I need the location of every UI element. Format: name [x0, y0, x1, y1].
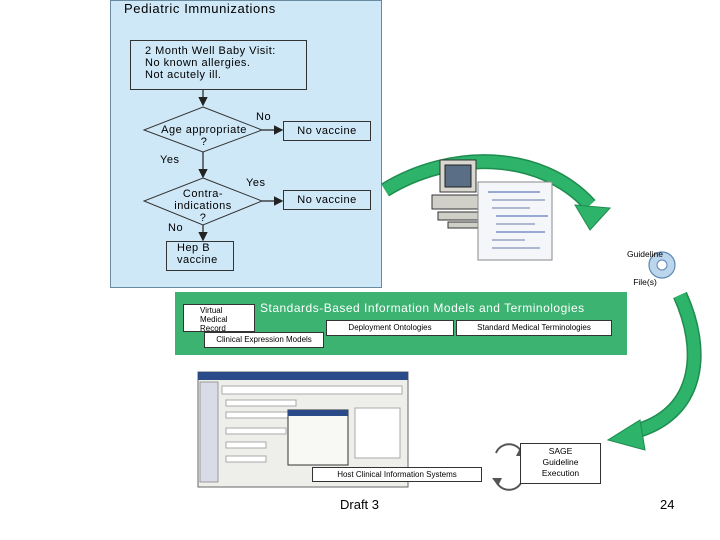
- guideline-tree-screenshot: [477, 181, 553, 261]
- decision2-label: Contra- indications ?: [158, 188, 248, 224]
- vmr-line: Virtual: [200, 306, 223, 315]
- start-node: 2 Month Well Baby Visit: No known allerg…: [130, 40, 307, 90]
- curved-arrow-bottom: [637, 292, 701, 436]
- vmr-line: Record: [200, 324, 226, 333]
- start-line: 2 Month Well Baby Visit:: [145, 45, 276, 57]
- decision2-no-label: No: [168, 222, 184, 234]
- decision2-yes-label: Yes: [246, 177, 266, 189]
- page-number: 24: [660, 497, 675, 512]
- clinical-expression-models-box: Clinical Expression Models: [204, 332, 324, 348]
- vmr-line: Medical: [200, 315, 228, 324]
- virtual-medical-record-box: Virtual Medical Record: [183, 304, 255, 333]
- curved-arrow-top-head: [574, 204, 612, 231]
- guideline-files-line: Guideline: [627, 249, 663, 259]
- decision2-line: indications: [174, 200, 232, 212]
- sage-line: Guideline: [542, 457, 579, 467]
- hepb-line: vaccine: [177, 254, 218, 266]
- standard-terminologies-box: Standard Medical Terminologies: [456, 320, 612, 336]
- no-vaccine-node-2: No vaccine: [283, 190, 371, 210]
- deployment-ontologies-box: Deployment Ontologies: [326, 320, 454, 336]
- draft-label: Draft 3: [340, 497, 380, 512]
- decision1-label: Age appropriate ?: [146, 124, 262, 148]
- disc-icon: [648, 251, 676, 279]
- decision1-no-label: No: [256, 111, 272, 123]
- decision1-line: ?: [200, 136, 208, 148]
- hepb-line: Hep B: [177, 242, 211, 254]
- start-line: Not acutely ill.: [145, 69, 222, 81]
- sage-line: SAGE: [548, 446, 573, 456]
- decision1-yes-label: Yes: [160, 154, 180, 166]
- computer-icon: [431, 159, 495, 229]
- start-line: No known allergies.: [145, 57, 251, 69]
- host-clinical-systems-label: Host Clinical Information Systems: [312, 467, 482, 482]
- curved-arrow-top: [381, 155, 595, 210]
- flowchart-title: Pediatric Immunizations: [124, 1, 276, 16]
- no-vaccine-node-1: No vaccine: [283, 121, 371, 141]
- decision2-line: Contra-: [182, 188, 224, 200]
- sage-execution-box: SAGE Guideline Execution: [520, 443, 601, 484]
- sage-line: Execution: [541, 468, 580, 478]
- curved-arrow-bottom-head: [606, 419, 646, 451]
- guideline-files-label: Guideline File(s): [622, 247, 668, 289]
- decision2-line: ?: [199, 212, 207, 224]
- decision1-line: Age appropriate: [161, 124, 247, 136]
- clinical-system-screenshot: [197, 371, 409, 488]
- guideline-files-line: File(s): [633, 277, 657, 287]
- hepb-node: Hep B vaccine: [166, 241, 234, 271]
- standards-band-title: Standards-Based Information Models and T…: [260, 301, 585, 315]
